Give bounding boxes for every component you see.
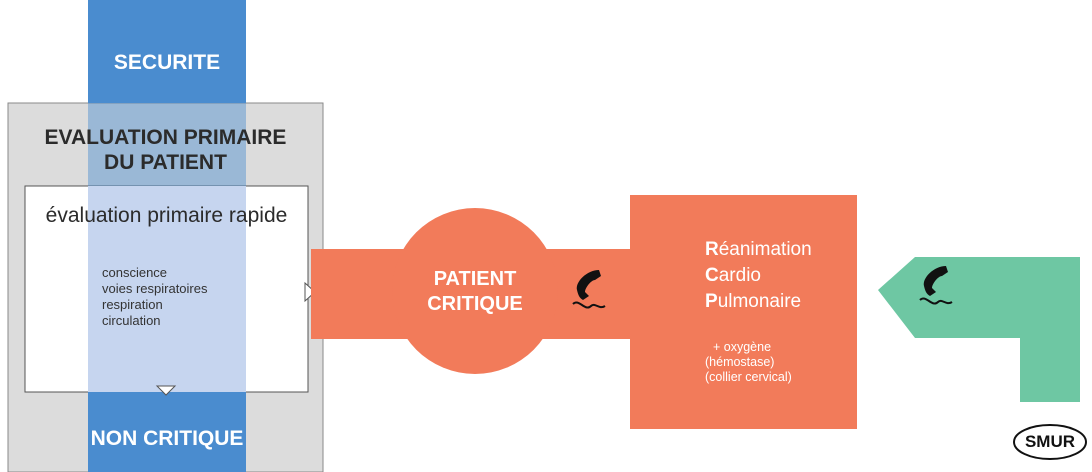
smur-shape [878,257,1080,402]
rcp-rest-2: ardio [718,265,761,286]
evaluation-item-4: circulation [102,313,161,328]
evaluation-item-1: conscience [102,265,168,280]
securite-inner-band [88,186,246,392]
rcp-rest-1: éanimation [718,239,812,260]
evaluation-title-line1: EVALUATION PRIMAIRE [44,126,287,149]
evaluation-title-line2: DU PATIENT [104,151,227,174]
rcp-initial-r: R [705,239,719,260]
rapid-evaluation-title: évaluation primaire rapide [45,204,288,227]
patient-critique-circle [392,208,558,374]
smur-label: SMUR [1024,432,1076,451]
phone-icon [919,266,953,305]
rcp-line1: Réanimation [705,237,812,263]
patient-critique-line2: CRITIQUE [427,293,523,315]
securite-mid-band [88,103,246,186]
rcp-box [630,195,857,429]
securite-top-band [88,0,246,103]
rcp-initial-c: C [705,265,719,286]
rcp-line2: Cardio [705,263,761,289]
smur-badge-outline [1013,424,1087,460]
rcp-initial-p: P [705,291,718,312]
phone-icon [572,270,606,309]
evaluation-item-3: respiration [102,297,163,312]
evaluation-item-2: voies respiratoires [102,281,208,296]
rcp-rest-3: ulmonaire [717,291,802,312]
securite-label: SECURITE [113,51,221,74]
rcp-extra-3: (collier cervical) [705,370,792,384]
rcp-extra-2: (hémostase) [705,355,775,369]
rcp-extra-1: + oxygène [713,340,772,354]
rcp-line3: Pulmonaire [705,289,801,315]
non-critique-band [88,392,246,472]
down-arrow-icon [155,385,177,396]
non-critique-label: NON CRITIQUE [90,427,244,450]
patient-critique-line1: PATIENT [433,268,517,290]
right-arrow-icon [304,281,316,303]
